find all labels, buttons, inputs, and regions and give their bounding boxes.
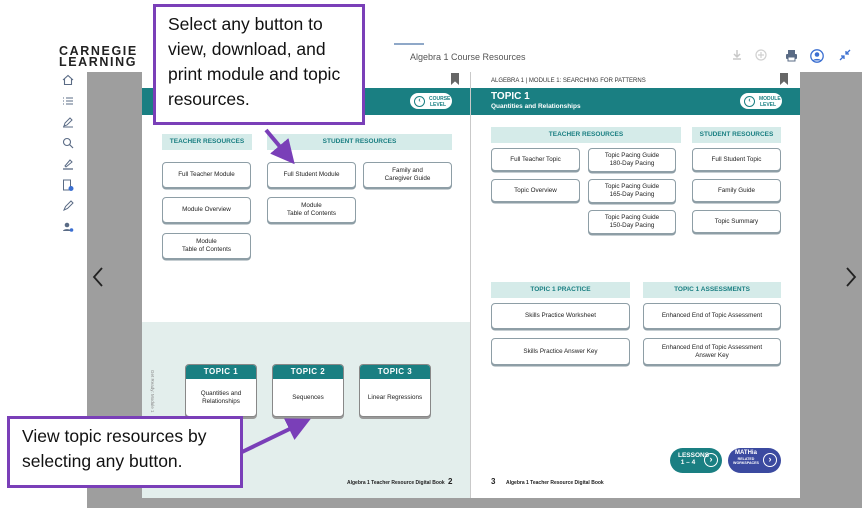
bookmark-icon[interactable] bbox=[451, 73, 459, 85]
full-teacher-topic-button[interactable]: Full Teacher Topic bbox=[491, 148, 580, 171]
topic-label: TOPIC 1 bbox=[491, 91, 530, 102]
student-resources-header: STUDENT RESOURCES bbox=[692, 127, 781, 143]
list-icon[interactable] bbox=[61, 95, 75, 109]
teacher-resources-header: TEACHER RESOURCES bbox=[162, 134, 252, 150]
full-student-topic-button[interactable]: Full Student Topic bbox=[692, 148, 781, 171]
mathia-line2: RELATED bbox=[737, 456, 755, 461]
lessons-button[interactable]: LESSONS 1 – 4 › bbox=[670, 448, 722, 473]
right-page-footer: Algebra 1 Teacher Resource Digital Book bbox=[506, 480, 604, 486]
course-level-button[interactable]: ‹ COURSE LEVEL bbox=[410, 93, 452, 109]
collapse-icon[interactable] bbox=[838, 49, 852, 63]
brand-logo[interactable]: CARNEGIE LEARNING bbox=[59, 44, 138, 69]
topic-practice-header: TOPIC 1 PRACTICE bbox=[491, 282, 630, 298]
previous-page-button[interactable] bbox=[92, 266, 104, 292]
mathia-workspaces-button[interactable]: MATHia RELATED WORKSPACES › bbox=[728, 448, 781, 473]
enhanced-assessment-answer-key-button[interactable]: Enhanced End of Topic Assessment Answer … bbox=[643, 338, 781, 365]
left-page-footer: Algebra 1 Teacher Resource Digital Book bbox=[347, 480, 445, 486]
module-overview-button[interactable]: Module Overview bbox=[162, 197, 251, 223]
highlighter-icon[interactable] bbox=[61, 158, 75, 172]
arrow-right-icon: › bbox=[763, 453, 777, 467]
topic-2-title: Sequences bbox=[292, 394, 324, 401]
full-teacher-module-button[interactable]: Full Teacher Module bbox=[162, 162, 251, 188]
family-guide-button[interactable]: Family Guide bbox=[692, 179, 781, 202]
right-page-number: 3 bbox=[491, 477, 496, 486]
student-resources-header: STUDENT RESOURCES bbox=[267, 134, 452, 150]
lessons-line1: LESSONS bbox=[678, 452, 710, 459]
lessons-line2: 1 – 4 bbox=[680, 459, 696, 466]
course-level-line1: COURSE bbox=[429, 96, 451, 102]
arrow-left-icon: ‹ bbox=[414, 96, 425, 107]
enhanced-assessment-button[interactable]: Enhanced End of Topic Assessment bbox=[643, 303, 781, 329]
topic-3-label: TOPIC 3 bbox=[360, 365, 430, 379]
breadcrumb: ALGEBRA 1 | MODULE 1: SEARCHING FOR PATT… bbox=[491, 78, 646, 84]
download-icon[interactable] bbox=[730, 49, 744, 63]
teacher-resources-header: TEACHER RESOURCES bbox=[491, 127, 681, 143]
bookmark-add-icon[interactable] bbox=[754, 49, 768, 63]
skills-practice-answer-key-button[interactable]: Skills Practice Answer Key bbox=[491, 338, 630, 365]
topic-3-card[interactable]: TOPIC 3 Linear Regressions bbox=[359, 364, 431, 417]
topic-assessments-header: TOPIC 1 ASSESSMENTS bbox=[643, 282, 781, 298]
course-level-line2: LEVEL bbox=[429, 102, 447, 108]
document-title: Algebra 1 Course Resources bbox=[410, 52, 526, 62]
pencil-icon[interactable] bbox=[61, 200, 75, 214]
mathia-line3: WORKSPACES bbox=[733, 461, 759, 465]
brand-line-2: LEARNING bbox=[59, 55, 138, 69]
topic-2-card[interactable]: TOPIC 2 Sequences bbox=[272, 364, 344, 417]
module-level-line1: MODULE bbox=[759, 96, 781, 102]
search-icon[interactable] bbox=[61, 137, 75, 151]
pacing-180-button[interactable]: Topic Pacing Guide 180-Day Pacing bbox=[588, 148, 676, 172]
topic-3-title: Linear Regressions bbox=[367, 394, 423, 401]
topic-overview-button[interactable]: Topic Overview bbox=[491, 179, 580, 202]
pen-icon[interactable] bbox=[61, 116, 75, 130]
topic-1-title: Quantities and Relationships bbox=[200, 390, 242, 405]
brand-line-1: CARNEGIE bbox=[59, 44, 138, 58]
module-level-button[interactable]: ‹ MODULE LEVEL bbox=[740, 93, 782, 109]
next-page-button[interactable] bbox=[845, 266, 857, 292]
left-page-number: 2 bbox=[448, 477, 453, 486]
title-tab-indicator bbox=[394, 43, 424, 45]
family-caregiver-guide-button[interactable]: Family and Caregiver Guide bbox=[363, 162, 452, 188]
document-info-icon[interactable] bbox=[61, 179, 75, 193]
home-icon[interactable] bbox=[61, 74, 75, 88]
skills-practice-worksheet-button[interactable]: Skills Practice Worksheet bbox=[491, 303, 630, 329]
arrow-left-icon: ‹ bbox=[744, 96, 755, 107]
bookmark-icon[interactable] bbox=[780, 73, 788, 85]
topic-2-label: TOPIC 2 bbox=[273, 365, 343, 379]
topic-1-card[interactable]: TOPIC 1 Quantities and Relationships bbox=[185, 364, 257, 417]
pacing-165-button[interactable]: Topic Pacing Guide 165-Day Pacing bbox=[588, 179, 676, 203]
full-student-module-button[interactable]: Full Student Module bbox=[267, 162, 356, 188]
bottom-callout: View topic resources by selecting any bu… bbox=[7, 416, 243, 488]
account-icon[interactable] bbox=[810, 49, 824, 63]
mathia-line1: MATHia bbox=[735, 450, 757, 456]
print-icon[interactable] bbox=[784, 49, 798, 63]
student-module-toc-button[interactable]: Module Table of Contents bbox=[267, 197, 356, 223]
user-settings-icon[interactable] bbox=[61, 221, 75, 235]
pacing-150-button[interactable]: Topic Pacing Guide 150-Day Pacing bbox=[588, 210, 676, 234]
module-level-line2: LEVEL bbox=[759, 102, 777, 108]
topic-1-label: TOPIC 1 bbox=[186, 365, 256, 379]
teacher-module-toc-button[interactable]: Module Table of Contents bbox=[162, 233, 251, 259]
topic-summary-button[interactable]: Topic Summary bbox=[692, 210, 781, 233]
topic-title: Quantities and Relationships bbox=[491, 103, 581, 110]
top-callout: Select any button to view, download, and… bbox=[153, 4, 365, 125]
book-spine bbox=[470, 72, 471, 498]
arrow-right-icon: › bbox=[704, 453, 718, 467]
vertical-label: Get Ready: Module 1 bbox=[150, 370, 155, 413]
